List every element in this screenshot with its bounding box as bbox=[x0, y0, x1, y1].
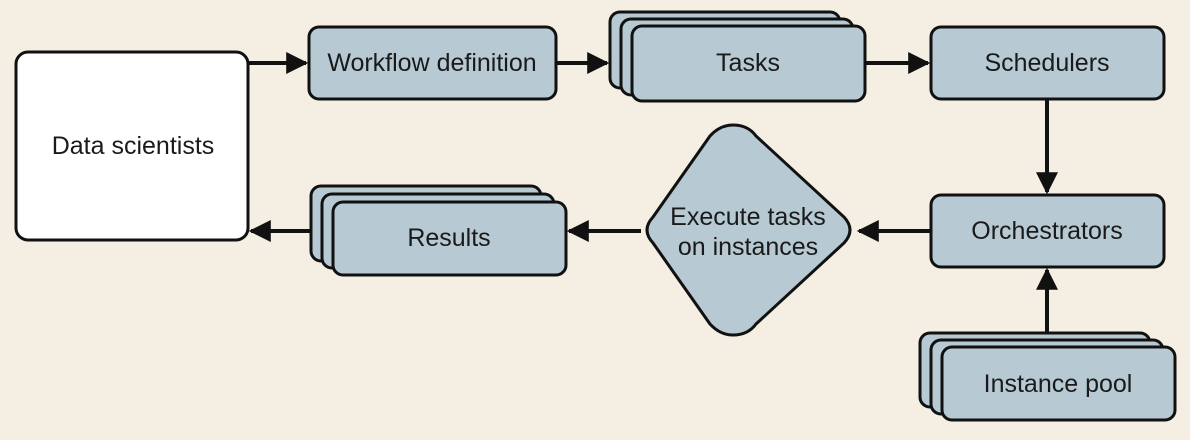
execute-tasks-node: Execute tasks on instances bbox=[645, 123, 852, 337]
workflow-definition-label: Workflow definition bbox=[327, 49, 536, 77]
connectors bbox=[248, 52, 1058, 332]
orchestrators-node: Orchestrators bbox=[929, 193, 1166, 269]
instance-pool-node: Instance pool bbox=[918, 331, 1177, 422]
execute-tasks-label-line1: Execute tasks bbox=[670, 203, 826, 231]
results-label: Results bbox=[407, 224, 490, 252]
data-scientists-node: Data scientists bbox=[14, 50, 250, 242]
tasks-node: Tasks bbox=[608, 10, 867, 103]
schedulers-label: Schedulers bbox=[984, 49, 1109, 77]
schedulers-node: Schedulers bbox=[929, 25, 1166, 101]
data-scientists-label: Data scientists bbox=[52, 132, 215, 160]
results-node: Results bbox=[309, 184, 568, 277]
orchestrators-label: Orchestrators bbox=[971, 217, 1122, 245]
execute-tasks-label-line2: on instances bbox=[678, 233, 818, 261]
tasks-label: Tasks bbox=[716, 49, 780, 77]
workflow-definition-node: Workflow definition bbox=[307, 25, 558, 101]
instance-pool-label: Instance pool bbox=[984, 370, 1133, 398]
